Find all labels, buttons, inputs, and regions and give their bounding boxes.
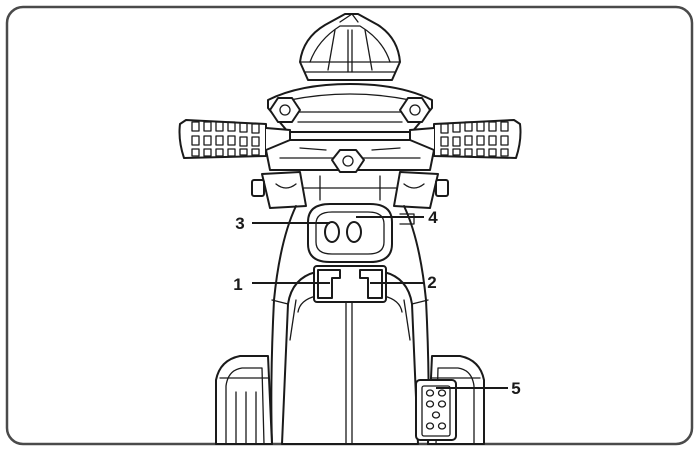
foot-pedal-5[interactable] [415, 379, 457, 441]
fork-brackets [251, 171, 449, 209]
control-housing [307, 203, 415, 263]
callout-leaders [252, 216, 508, 389]
button-4-right-round[interactable] [346, 221, 362, 243]
triple-clamp [265, 139, 435, 173]
handlebar-clamp [267, 83, 433, 133]
square-buttons [313, 265, 387, 303]
button-3-left-round[interactable] [324, 221, 340, 243]
callout-label-3: 3 [235, 214, 244, 233]
callout-label-4: 4 [428, 208, 438, 227]
callout-label-5: 5 [511, 379, 520, 398]
headlight-visor [299, 13, 401, 81]
left-side-bodywork [215, 355, 273, 445]
left-hand-grip [178, 119, 291, 159]
callout-label-1: 1 [233, 275, 242, 294]
callout-label-2: 2 [427, 273, 436, 292]
